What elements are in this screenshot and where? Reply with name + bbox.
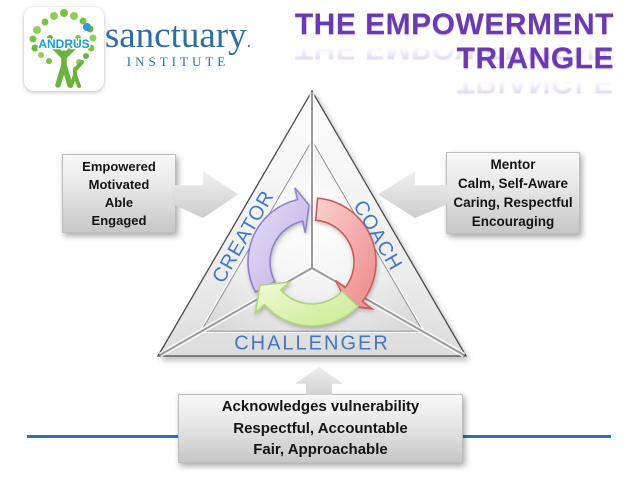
role-label-challenger: CHALLENGER bbox=[234, 332, 390, 355]
callout-line: Engaged bbox=[91, 212, 147, 228]
andrus-tree-icon: ANDRUS bbox=[29, 9, 97, 88]
creator-callout-box: Empowered Motivated Able Engaged bbox=[62, 154, 176, 233]
title-line-2-reflection: TRIANGLE bbox=[456, 66, 614, 99]
title-line-1: THE EMPOWERMENT bbox=[294, 8, 614, 41]
callout-line: Fair, Approachable bbox=[253, 441, 388, 459]
callout-line: Acknowledges vulnerability bbox=[221, 398, 420, 416]
institute-label: INSTITUTE bbox=[126, 54, 230, 69]
callout-line: Empowered bbox=[82, 158, 156, 174]
wordmark-dot: . bbox=[246, 31, 252, 51]
title-line-2: TRIANGLE bbox=[456, 42, 614, 75]
callout-line: Caring, Respectful bbox=[453, 195, 573, 210]
sanctuary-wordmark: sanctuary. INSTITUTE bbox=[92, 16, 264, 70]
callout-line: Respectful, Accountable bbox=[233, 419, 408, 437]
challenger-cycle-arrow-icon bbox=[254, 281, 360, 327]
andrus-logo-text: ANDRUS bbox=[38, 37, 89, 51]
challenger-callout-box: Acknowledges vulnerability Respectful, A… bbox=[178, 394, 463, 463]
page-title: THE EMPOWERMENT THE EMPOWERMENT TRIANGLE… bbox=[254, 8, 614, 99]
callout-line: Motivated bbox=[88, 176, 150, 192]
andrus-logo: ANDRUS bbox=[24, 7, 104, 91]
wordmark-text: sanctuary bbox=[104, 15, 247, 56]
coach-cycle-arrow-icon bbox=[314, 197, 377, 310]
callout-line: Encouraging bbox=[471, 214, 555, 229]
callout-line: Mentor bbox=[490, 157, 536, 172]
callout-line: Calm, Self-Aware bbox=[457, 176, 569, 191]
creator-cycle-arrow-icon bbox=[247, 187, 310, 294]
callout-line: Able bbox=[104, 194, 134, 210]
coach-callout-box: Mentor Calm, Self-Aware Caring, Respectf… bbox=[446, 152, 580, 234]
